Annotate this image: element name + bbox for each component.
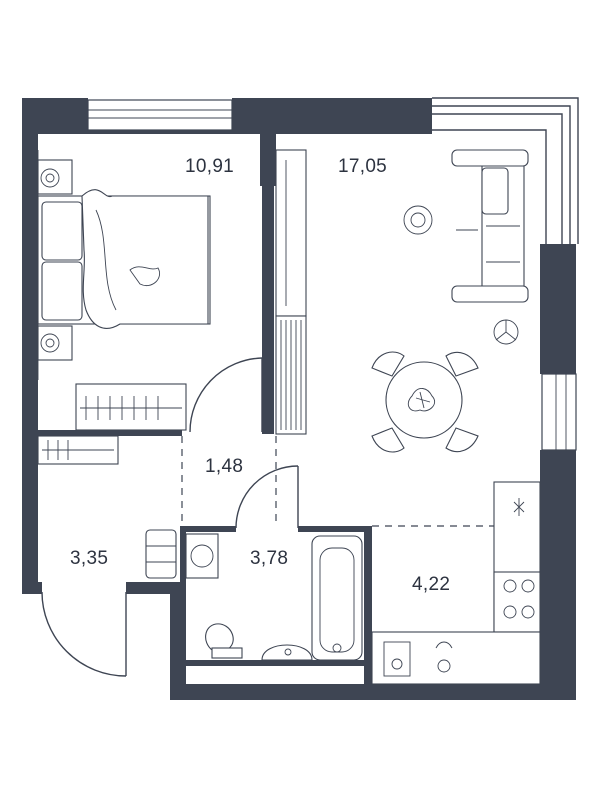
area-label-hall: 1,48 (205, 456, 243, 477)
living-furniture (275, 149, 529, 453)
structural-walls (22, 98, 576, 700)
kitchen-fixtures (371, 481, 541, 685)
area-label-bedroom: 10,91 (185, 156, 234, 177)
bedroom-furniture (37, 159, 211, 431)
bookshelf-slats (280, 320, 302, 430)
area-labels: 10,91 17,05 1,48 3,35 3,78 4,22 (70, 156, 450, 595)
bathroom-fixtures (185, 533, 363, 661)
area-label-bath: 3,78 (250, 548, 288, 569)
windows (37, 97, 579, 451)
wardrobe-hangers (80, 396, 182, 420)
entry-furniture (37, 435, 177, 579)
area-label-kitchen: 4,22 (412, 574, 450, 595)
area-label-living: 17,05 (338, 156, 387, 177)
zone-lines (181, 436, 540, 527)
doors (41, 357, 299, 677)
area-label-entry: 3,35 (70, 548, 108, 569)
